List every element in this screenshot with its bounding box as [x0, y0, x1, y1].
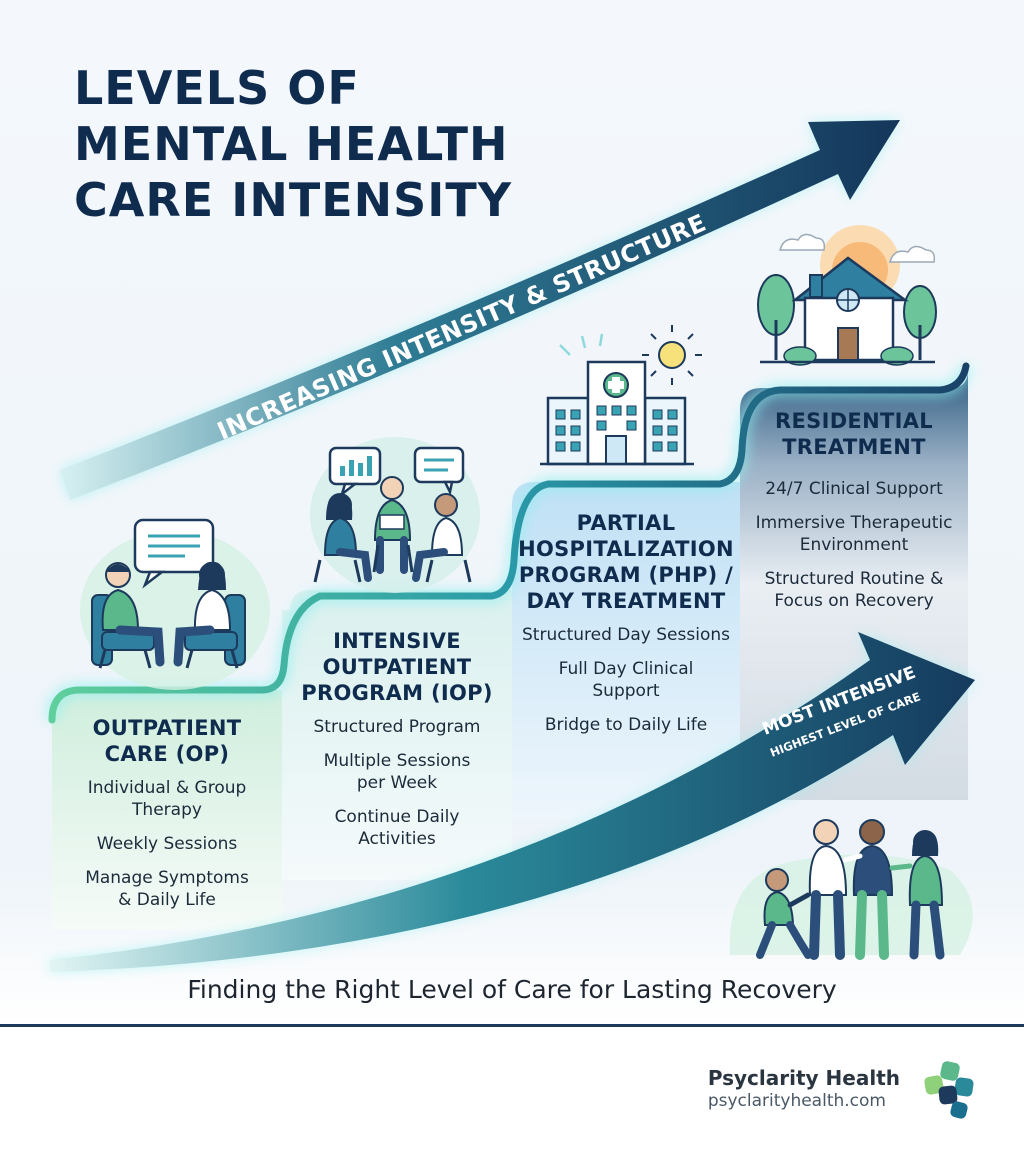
step-item: Structured Program	[286, 716, 508, 738]
most-intensive-arrow	[50, 632, 975, 972]
step-item: Multiple Sessions per Week	[286, 750, 508, 794]
support-group-illustration	[729, 819, 973, 960]
item-line: per Week	[356, 773, 438, 793]
step-item: Structured Routine & Focus on Recovery	[742, 568, 966, 612]
item-line: Structured Program	[313, 717, 481, 737]
footer-background	[0, 1027, 1024, 1154]
step-item: Structured Day Sessions	[514, 624, 738, 646]
cloud-icon	[779, 233, 936, 263]
most-intensive-arrow-body	[50, 632, 975, 972]
step-residential: RESIDENTIAL TREATMENT 24/7 Clinical Supp…	[742, 408, 966, 624]
step-item: Immersive Therapeutic Environment	[742, 512, 966, 556]
sun-icon	[642, 325, 702, 385]
step-item: Continue Daily Activities	[286, 806, 508, 850]
step-items: Structured Program Multiple Sessions per…	[286, 716, 508, 850]
item-line: Structured Routine &	[764, 569, 944, 589]
step-items: 24/7 Clinical Support Immersive Therapeu…	[742, 478, 966, 612]
item-line: Bridge to Daily Life	[544, 715, 708, 735]
speech-bubble-icon	[133, 518, 215, 589]
step-items: Individual & Group Therapy Weekly Sessio…	[52, 777, 282, 911]
counseling-session-illustration	[80, 518, 270, 690]
footer-divider	[0, 1024, 1024, 1027]
brand-url[interactable]: psyclarityhealth.com	[707, 1091, 886, 1111]
item-line: Activities	[358, 829, 436, 849]
page-title: LEVELS OF MENTAL HEALTH CARE INTENSITY	[74, 60, 512, 228]
step-item: Manage Symptoms & Daily Life	[52, 867, 282, 911]
step-title-line: CARE (OP)	[104, 742, 230, 766]
item-line: Full Day Clinical	[558, 659, 694, 679]
step-title-line: OUTPATIENT	[92, 716, 242, 740]
item-line: Continue Daily	[334, 807, 460, 827]
intensity-arrow	[60, 120, 900, 500]
step-title-line: TREATMENT	[782, 435, 926, 459]
item-line: Therapy	[132, 800, 202, 820]
message-bubble-icon	[413, 446, 465, 496]
tree-icon	[757, 274, 937, 360]
step-items: Structured Day Sessions Full Day Clinica…	[514, 624, 738, 736]
step-item: Weekly Sessions	[52, 833, 282, 855]
step-title: INTENSIVE OUTPATIENT PROGRAM (IOP)	[286, 628, 508, 706]
item-line: Individual & Group	[87, 778, 247, 798]
chart-bubble-icon	[328, 446, 382, 498]
item-line: Structured Day Sessions	[522, 625, 730, 645]
step-item: Individual & Group Therapy	[52, 777, 282, 821]
footer-tagline: Finding the Right Level of Care for Last…	[187, 975, 837, 1004]
item-line: & Daily Life	[118, 890, 216, 910]
item-line: Multiple Sessions	[323, 751, 471, 771]
step-intensive-outpatient: INTENSIVE OUTPATIENT PROGRAM (IOP) Struc…	[286, 628, 508, 862]
intensity-arrow-body	[60, 120, 900, 500]
brand-block: Psyclarity Health psyclarityhealth.com	[708, 1066, 900, 1112]
item-line: Immersive Therapeutic	[755, 513, 953, 533]
step-title: OUTPATIENT CARE (OP)	[52, 715, 282, 767]
step-title-line: INTENSIVE	[333, 629, 461, 653]
step-title-line: OUTPATIENT	[322, 655, 472, 679]
step-title-line: HOSPITALIZATION	[518, 537, 734, 561]
panel-intensive-outpatient	[282, 590, 512, 880]
step-title-line: PARTIAL	[576, 511, 676, 535]
panel-partial-hospitalization	[512, 482, 740, 820]
step-item: Full Day Clinical Support	[514, 658, 738, 702]
group-therapy-illustration	[310, 437, 480, 593]
title-line: MENTAL HEALTH	[74, 117, 509, 171]
item-line: 24/7 Clinical Support	[765, 479, 943, 499]
item-line: Weekly Sessions	[96, 834, 238, 854]
step-title-line: PROGRAM (IOP)	[301, 681, 493, 705]
step-item: Bridge to Daily Life	[514, 714, 738, 736]
title-line: CARE INTENSITY	[74, 173, 513, 227]
item-line: Manage Symptoms	[85, 868, 249, 888]
step-title-line: PROGRAM (PHP) /	[518, 563, 734, 587]
brand-name: Psyclarity Health	[707, 1066, 900, 1090]
step-item: 24/7 Clinical Support	[742, 478, 966, 500]
step-outpatient: OUTPATIENT CARE (OP) Individual & Group …	[52, 715, 282, 923]
hospital-illustration	[540, 325, 702, 466]
item-line: Environment	[799, 535, 909, 555]
panel-outpatient	[52, 690, 282, 930]
step-partial-hospitalization: PARTIAL HOSPITALIZATION PROGRAM (PHP) / …	[514, 510, 738, 748]
psyclarity-logo-icon	[924, 1061, 974, 1119]
item-line: Focus on Recovery	[774, 591, 934, 611]
house-illustration	[757, 225, 937, 366]
step-title: RESIDENTIAL TREATMENT	[742, 408, 966, 460]
title-line: LEVELS OF	[74, 61, 360, 115]
step-title-line: DAY TREATMENT	[526, 589, 726, 613]
step-title-line: RESIDENTIAL	[775, 409, 933, 433]
step-title: PARTIAL HOSPITALIZATION PROGRAM (PHP) / …	[514, 510, 738, 614]
item-line: Support	[592, 681, 660, 701]
